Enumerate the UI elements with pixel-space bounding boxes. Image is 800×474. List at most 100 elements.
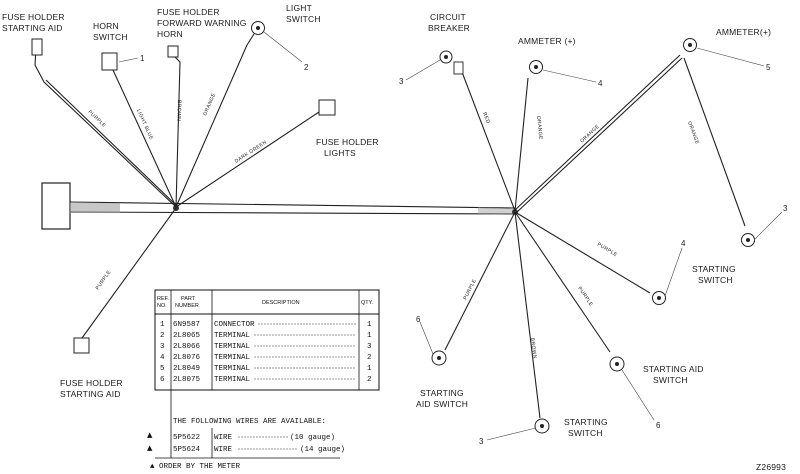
table-cell-qty: 1 bbox=[367, 321, 372, 329]
table-header-qty: QTY. bbox=[361, 300, 374, 306]
label-fuse-holder-starting-aid-bottom-1: FUSE HOLDER bbox=[60, 378, 123, 388]
main-trunk bbox=[41, 182, 518, 230]
callout-ammeter-2: 5 bbox=[766, 63, 771, 72]
label-starting-switch-right-2: SWITCH bbox=[698, 275, 733, 285]
label-starting-switch-right-1: STARTING bbox=[692, 264, 736, 274]
fuse-holder-starting-aid-top-connector bbox=[31, 38, 43, 56]
label-horn-switch-2: SWITCH bbox=[93, 32, 128, 42]
label-horn-switch-1: HORN bbox=[93, 21, 119, 31]
horn-switch-connector bbox=[101, 52, 118, 71]
label-fuse-holder-starting-aid-top-2: STARTING AID bbox=[2, 23, 63, 33]
wire-label-brown-down: BROWN bbox=[529, 338, 538, 360]
wire-gauge: (10 gauge) bbox=[290, 434, 335, 442]
fuse-holder-forward-warning-horn-connector bbox=[167, 45, 179, 58]
table-row-5: 5 2L8049 TERMINAL 1 bbox=[160, 365, 372, 373]
table-cell-qty: 3 bbox=[367, 343, 372, 351]
table-cell-qty: 2 bbox=[367, 354, 372, 362]
wire-label-orange-right: ORANGE bbox=[579, 123, 601, 144]
label-fuse-holder-fwh-1: FUSE HOLDER bbox=[157, 7, 220, 17]
label-starting-aid-switch-right-2: SWITCH bbox=[653, 375, 688, 385]
order-by-meter-footnote: ▲ ORDER BY THE METER bbox=[150, 463, 241, 471]
table-cell-qty: 2 bbox=[367, 376, 372, 384]
wire-label-brown: BROWN bbox=[175, 100, 182, 121]
table-row-4: 4 2L8076 TERMINAL 2 bbox=[160, 354, 372, 362]
callout-starting-aid-switch-bottom: 6 bbox=[416, 315, 421, 324]
wire-label-orange-left: ORANGE bbox=[202, 92, 217, 117]
wire-mark: ▲ bbox=[147, 444, 153, 452]
table-cell-ref: 6 bbox=[160, 376, 165, 384]
wire-label-purple-down-right: PURPLE bbox=[576, 286, 594, 308]
table-header-part-1: PART bbox=[181, 296, 196, 302]
label-light-switch-2: SWITCH bbox=[286, 14, 321, 24]
wire-gauge: (14 gauge) bbox=[300, 446, 345, 454]
table-cell-part: 6N9587 bbox=[173, 321, 200, 329]
label-starting-aid-switch-right-1: STARTING AID bbox=[643, 364, 704, 374]
table-cell-desc: CONNECTOR bbox=[214, 321, 255, 329]
table-cell-part: 2L8066 bbox=[173, 343, 201, 351]
callout-leaders bbox=[118, 31, 783, 441]
table-cell-desc: TERMINAL bbox=[214, 376, 251, 384]
callout-circuit-breaker: 3 bbox=[399, 77, 404, 86]
table-row-6: 6 2L8075 TERMINAL 2 bbox=[160, 376, 372, 384]
table-row-1: 1 6N9587 CONNECTOR 1 bbox=[160, 321, 372, 329]
table-cell-part: 2L8065 bbox=[173, 332, 201, 340]
table-cell-qty: 1 bbox=[367, 332, 372, 340]
table-cell-ref: 4 bbox=[160, 354, 165, 362]
label-circuit-breaker-2: BREAKER bbox=[428, 23, 470, 33]
label-fuse-holder-fwh-3: HORN bbox=[157, 29, 183, 39]
label-fuse-holder-starting-aid-top-1: FUSE HOLDER bbox=[2, 12, 65, 22]
label-ammeter-1: AMMETER (+) bbox=[518, 36, 576, 46]
left-branches bbox=[31, 21, 336, 354]
callout-starting-aid-switch-right: 6 bbox=[656, 421, 661, 430]
label-starting-aid-switch-bottom-2: AID SWITCH bbox=[416, 399, 468, 409]
table-cell-part: 2L8075 bbox=[173, 376, 201, 384]
wire-desc: WIRE bbox=[214, 434, 233, 442]
wire-part: 5P5622 bbox=[173, 434, 200, 442]
table-header-description: DESCRIPTION bbox=[262, 300, 300, 306]
wire-label-red: RED bbox=[481, 112, 491, 125]
label-fuse-holder-starting-aid-bottom-2: STARTING AID bbox=[60, 389, 121, 399]
label-starting-aid-switch-bottom-1: STARTING bbox=[420, 388, 464, 398]
label-fuse-holder-lights-2: LIGHTS bbox=[324, 148, 356, 158]
label-circuit-breaker-1: CIRCUIT bbox=[430, 12, 466, 22]
label-fuse-holder-fwh-2: FORWARD WARNING bbox=[157, 18, 247, 28]
table-row-3: 3 2L8066 TERMINAL 3 bbox=[160, 343, 372, 351]
table-cell-ref: 1 bbox=[160, 321, 165, 329]
table-cell-ref: 3 bbox=[160, 343, 165, 351]
table-cell-desc: TERMINAL bbox=[214, 332, 251, 340]
parts-table: REF. NO. PART NUMBER DESCRIPTION QTY. 1 … bbox=[147, 289, 380, 471]
label-starting-switch-bottom-2: SWITCH bbox=[568, 428, 603, 438]
table-cell-qty: 1 bbox=[367, 365, 372, 373]
callout-starting-switch-right: 4 bbox=[681, 239, 686, 248]
wire-row-2: ▲ 5P5624 WIRE (14 gauge) bbox=[147, 444, 345, 454]
wire-mark: ▲ bbox=[147, 431, 153, 439]
wires-available-note: THE FOLLOWING WIRES ARE AVAILABLE: bbox=[173, 418, 326, 426]
wire-label-dark-green: DARK GREEN bbox=[234, 139, 268, 164]
connector-block bbox=[41, 182, 71, 230]
label-light-switch-1: LIGHT bbox=[286, 3, 312, 13]
table-cell-desc: TERMINAL bbox=[214, 343, 251, 351]
right-branches bbox=[431, 38, 755, 434]
table-cell-part: 2L8076 bbox=[173, 354, 201, 362]
table-header-ref-1: REF. bbox=[157, 296, 169, 302]
fuse-holder-lights-connector bbox=[318, 99, 336, 116]
table-cell-ref: 5 bbox=[160, 365, 165, 373]
table-row-2: 2 2L8065 TERMINAL 1 bbox=[160, 332, 372, 340]
callout-starting-switch-bottom: 3 bbox=[479, 437, 484, 446]
label-starting-switch-bottom-1: STARTING bbox=[564, 417, 608, 427]
component-labels: FUSE HOLDER STARTING AID HORN SWITCH FUS… bbox=[2, 3, 771, 438]
label-ammeter-2: AMMETER(+) bbox=[716, 27, 771, 37]
wire-label-orange-mid: ORANGE bbox=[535, 116, 544, 141]
table-header-ref-2: NO. bbox=[157, 303, 167, 309]
wire-row-1: ▲ 5P5622 WIRE (10 gauge) bbox=[147, 431, 335, 442]
table-cell-part: 2L8049 bbox=[173, 365, 200, 373]
wire-label-purple-lower-left: PURPLE bbox=[95, 269, 113, 291]
callout-ammeter-1: 4 bbox=[598, 79, 603, 88]
table-header-part-2: NUMBER bbox=[175, 303, 199, 309]
table-cell-desc: TERMINAL bbox=[214, 354, 251, 362]
parts-table-frame bbox=[154, 289, 380, 391]
wire-desc: WIRE bbox=[214, 446, 233, 454]
callout-horn-switch: 1 bbox=[140, 54, 145, 63]
